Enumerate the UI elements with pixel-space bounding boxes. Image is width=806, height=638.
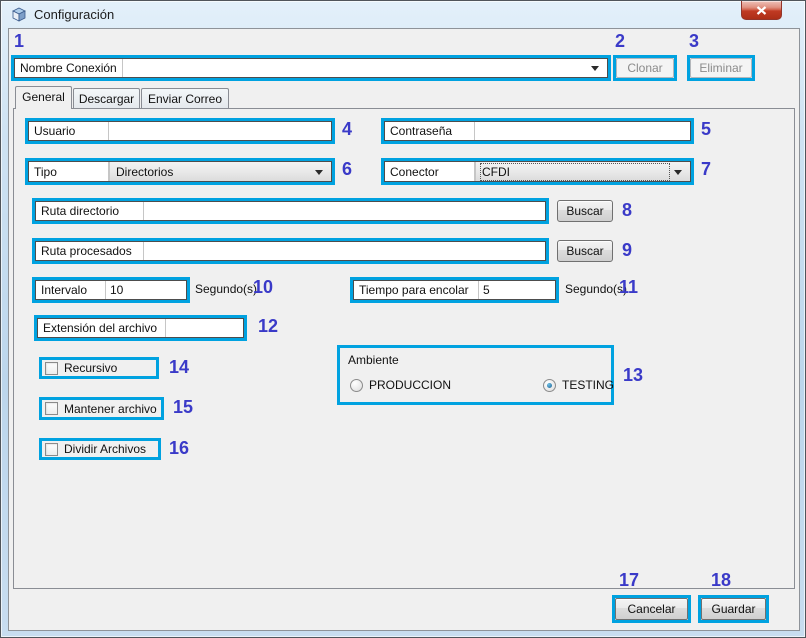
tab-general[interactable]: General <box>15 86 72 109</box>
radio-icon <box>350 378 363 392</box>
produccion-radio[interactable]: PRODUCCION <box>350 378 451 392</box>
encolar-unit-label: Segundo(s) <box>565 282 628 296</box>
tipo-dropdown[interactable]: Directorios <box>109 162 331 181</box>
ruta-procesados-field-box: Ruta procesados <box>32 238 549 264</box>
ruta-directorio-field-box: Ruta directorio <box>32 198 549 224</box>
ambiente-label: Ambiente <box>348 353 399 367</box>
chevron-down-icon <box>674 169 682 175</box>
extension-input[interactable] <box>166 319 243 337</box>
tipo-combobox-box: Tipo Directorios <box>25 158 335 185</box>
delete-button-box: Eliminar <box>687 55 755 81</box>
extension-label: Extensión del archivo <box>38 319 166 337</box>
annotation-number: 5 <box>701 119 712 139</box>
annotation-number: 13 <box>623 365 644 385</box>
connection-input[interactable] <box>122 59 585 77</box>
mantener-checkbox[interactable]: Mantener archivo <box>42 400 161 417</box>
app-cube-icon <box>12 7 26 22</box>
mantener-checkbox-box: Mantener archivo <box>39 397 164 420</box>
annotation-number: 2 <box>615 31 626 51</box>
contrasena-input[interactable] <box>475 122 690 140</box>
intervalo-field-box: Intervalo <box>32 277 190 303</box>
intervalo-unit-label: Segundo(s) <box>195 282 258 296</box>
general-tab-panel <box>13 108 795 589</box>
conector-selected-value: CFDI <box>480 162 670 181</box>
mantener-label: Mantener archivo <box>64 401 157 416</box>
usuario-input[interactable] <box>109 122 331 140</box>
conector-combobox-box: Conector CFDI <box>381 158 694 185</box>
tipo-selected-value: Directorios <box>116 164 174 179</box>
conector-dropdown[interactable]: CFDI <box>475 162 690 181</box>
tipo-label: Tipo <box>29 162 109 181</box>
annotation-number: 16 <box>169 438 190 458</box>
extension-field-box: Extensión del archivo <box>34 315 247 341</box>
radio-selected-icon <box>543 378 556 392</box>
tab-enviar-correo[interactable]: Enviar Correo <box>141 88 229 109</box>
produccion-radio-label: PRODUCCION <box>369 378 452 392</box>
annotation-number: 4 <box>342 119 353 139</box>
connection-combobox[interactable]: Nombre Conexión <box>11 55 611 81</box>
conector-label: Conector <box>385 162 475 181</box>
testing-radio-label: TESTING <box>562 378 615 392</box>
annotation-number: 11 <box>619 277 639 297</box>
connection-dropdown[interactable] <box>585 59 607 77</box>
testing-radio[interactable]: TESTING <box>543 378 614 392</box>
save-button-box: Guardar <box>698 595 769 623</box>
ambiente-groupbox: Ambiente PRODUCCION TESTING <box>337 345 614 405</box>
annotation-number: 12 <box>258 316 279 336</box>
contrasena-field-box: Contraseña <box>381 118 694 144</box>
annotation-number: 17 <box>619 570 640 590</box>
chevron-down-icon <box>315 169 323 175</box>
buscar-directorio-button[interactable]: Buscar <box>557 200 613 222</box>
title-bar[interactable]: Configuración <box>1 1 805 28</box>
encolar-field-box: Tiempo para encolar <box>350 277 559 303</box>
encolar-input[interactable] <box>479 281 555 299</box>
annotation-number: 10 <box>253 277 274 297</box>
buscar-procesados-button[interactable]: Buscar <box>557 240 613 262</box>
annotation-number: 14 <box>169 357 190 377</box>
recursivo-checkbox-box: Recursivo <box>39 357 159 379</box>
annotation-number: 15 <box>173 397 194 417</box>
encolar-label: Tiempo para encolar <box>354 281 479 299</box>
save-button[interactable]: Guardar <box>701 598 766 620</box>
ruta-directorio-label: Ruta directorio <box>36 202 144 220</box>
close-button[interactable] <box>741 1 782 20</box>
dividir-checkbox[interactable]: Dividir Archivos <box>42 441 158 457</box>
annotation-number: 6 <box>342 159 353 179</box>
window-title: Configuración <box>34 7 115 22</box>
cancel-button[interactable]: Cancelar <box>615 598 688 620</box>
usuario-label: Usuario <box>29 122 109 140</box>
recursivo-label: Recursivo <box>64 361 118 375</box>
dividir-label: Dividir Archivos <box>64 442 147 456</box>
clone-button[interactable]: Clonar <box>616 58 674 78</box>
contrasena-label: Contraseña <box>385 122 475 140</box>
tab-descargar[interactable]: Descargar <box>73 88 140 109</box>
dividir-checkbox-box: Dividir Archivos <box>39 438 161 460</box>
cancel-button-box: Cancelar <box>612 595 691 623</box>
usuario-field-box: Usuario <box>25 118 335 144</box>
close-icon <box>756 5 767 15</box>
checkbox-unchecked-icon <box>45 361 58 375</box>
checkbox-unchecked-icon <box>45 442 58 456</box>
recursivo-checkbox[interactable]: Recursivo <box>42 360 156 376</box>
annotation-number: 8 <box>622 200 633 220</box>
chevron-down-icon <box>591 66 599 71</box>
annotation-number: 7 <box>701 159 712 179</box>
annotation-number: 3 <box>689 31 700 51</box>
intervalo-label: Intervalo <box>36 281 106 299</box>
annotation-number: 18 <box>711 570 732 590</box>
clone-button-box: Clonar <box>613 55 677 81</box>
connection-label: Nombre Conexión <box>15 59 123 77</box>
annotation-number: 1 <box>14 31 25 51</box>
checkbox-unchecked-icon <box>45 402 58 415</box>
annotation-number: 9 <box>622 240 633 260</box>
ruta-procesados-label: Ruta procesados <box>36 242 144 260</box>
ruta-procesados-input[interactable] <box>144 242 545 260</box>
ruta-directorio-input[interactable] <box>144 202 545 220</box>
intervalo-input[interactable] <box>106 281 186 299</box>
delete-button[interactable]: Eliminar <box>690 58 752 78</box>
